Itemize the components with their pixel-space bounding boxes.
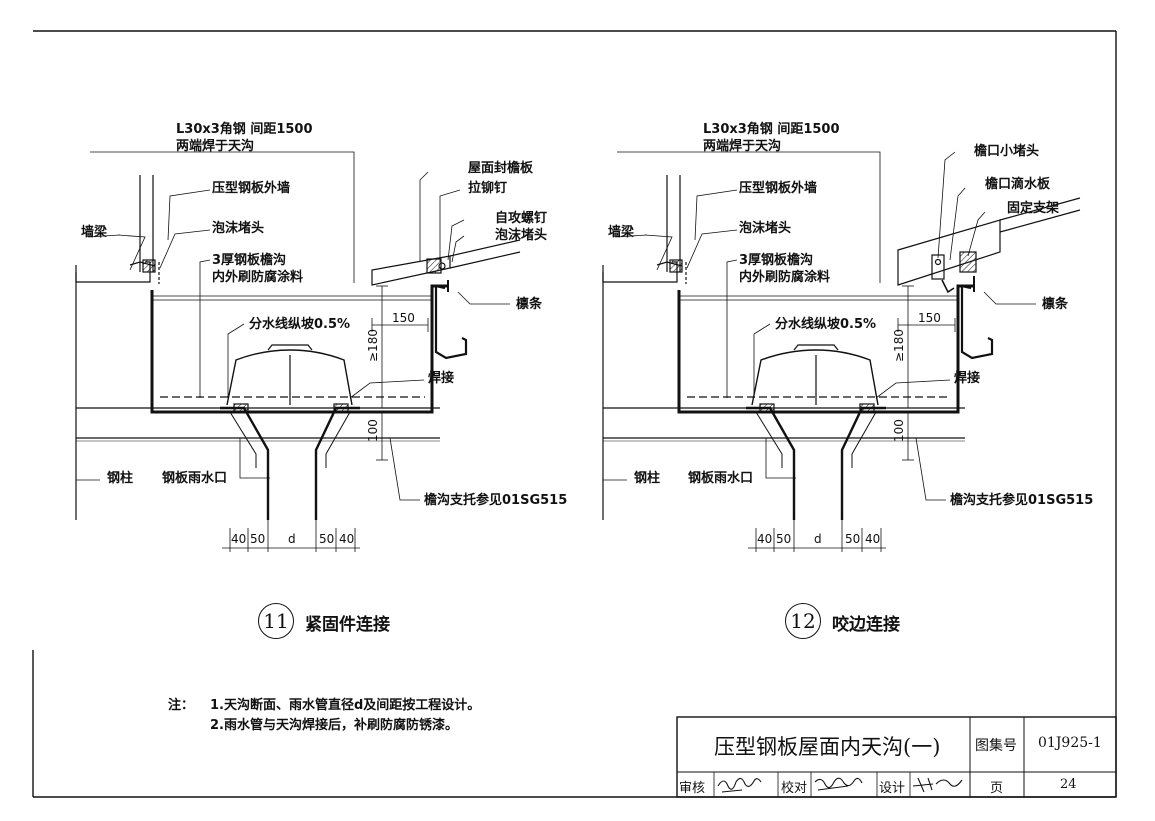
signature-check [814, 777, 863, 791]
label-column-left: 钢柱 [107, 471, 134, 486]
dim-40a-left: 40 [231, 532, 247, 546]
dim-50a-left: 50 [250, 532, 266, 546]
label-column-right: 钢柱 [634, 471, 661, 486]
signature-design [912, 777, 963, 793]
label-wall-beam-left: 墙梁 [81, 225, 108, 240]
page-number: 24 [1060, 777, 1077, 792]
dim-50b-left: 50 [319, 532, 335, 546]
review-label: 审核 [679, 781, 706, 796]
notes-prefix: 注： [168, 698, 195, 713]
detail-11-drawing [75, 151, 521, 552]
caption-detail-11: 紧固件连接 [305, 615, 390, 635]
label-foam-plug-right: 泡沫堵头 [739, 221, 792, 236]
label-wall-beam-right: 墙梁 [608, 225, 635, 240]
label-angle-steel-right: L30x3角钢 间距1500 两端焊于天沟 [703, 122, 840, 154]
dim-100-left: 100 [366, 419, 380, 442]
page-label: 页 [990, 781, 1004, 796]
label-wall-panel-right: 压型钢板外墙 [739, 181, 818, 196]
check-label: 校对 [781, 781, 808, 796]
label-gutter-right: 3厚钢板檐沟 内外刷防腐涂料 [739, 253, 831, 285]
dim-50a-right: 50 [776, 532, 792, 546]
caption-detail-12: 咬边连接 [832, 615, 900, 635]
label-angle-steel-left: L30x3角钢 间距1500 两端焊于天沟 [176, 122, 313, 154]
drawing-title: 压型钢板屋面内天沟(一) [714, 735, 941, 759]
label-eave-plug-right: 檐口小堵头 [974, 144, 1040, 159]
signature-review [717, 777, 762, 793]
label-screw-left: 自攻螺钉 [495, 211, 548, 226]
dim-180-left: ≥180 [366, 329, 380, 362]
dim-50b-right: 50 [845, 532, 861, 546]
label-foam-plug2-left: 泡沫堵头 [495, 228, 548, 243]
dim-180-right: ≥180 [892, 329, 906, 362]
title-block-grid [676, 716, 1117, 798]
label-support-right: 檐沟支托参见01SG515 [950, 493, 1094, 508]
label-divide-line-left: 分水线纵坡0.5% [249, 317, 351, 332]
atlas-number: 01J925-1 [1038, 735, 1102, 751]
label-roof-trim-left: 屋面封檐板 [468, 161, 534, 176]
label-outlet-left: 钢板雨水口 [162, 471, 228, 486]
label-rivet-left: 拉铆钉 [468, 181, 508, 196]
label-purlin-right: 檩条 [1042, 297, 1069, 312]
dim-150-right: 150 [918, 311, 941, 325]
dim-d-right: d [814, 532, 822, 546]
label-gutter-left: 3厚钢板檐沟 内外刷防腐涂料 [212, 253, 304, 285]
dim-40b-right: 40 [865, 532, 881, 546]
label-weld-left: 焊接 [428, 371, 455, 386]
note-line-1: 1.天沟断面、雨水管直径d及间距按工程设计。 [210, 698, 481, 713]
atlas-label: 图集号 [975, 738, 1017, 754]
dim-40a-right: 40 [757, 532, 773, 546]
label-bracket-right: 固定支架 [1007, 201, 1060, 216]
label-weld-right: 焊接 [954, 371, 981, 386]
label-purlin-left: 檩条 [516, 297, 543, 312]
dim-150-left: 150 [392, 311, 415, 325]
design-label: 设计 [879, 781, 906, 796]
dim-40b-left: 40 [339, 532, 355, 546]
label-support-left: 檐沟支托参见01SG515 [424, 493, 568, 508]
detail-number-12: 12 [785, 603, 821, 639]
label-outlet-right: 钢板雨水口 [688, 471, 754, 486]
detail-12-drawing [602, 151, 1081, 552]
label-wall-panel-left: 压型钢板外墙 [212, 181, 291, 196]
detail-number-11: 11 [258, 603, 294, 639]
note-line-2: 2.雨水管与天沟焊接后，补刷防腐防锈漆。 [210, 718, 458, 733]
label-divide-line-right: 分水线纵坡0.5% [775, 317, 877, 332]
dim-d-left: d [288, 532, 296, 546]
label-drip-plate-right: 檐口滴水板 [985, 177, 1051, 192]
dim-100-right: 100 [892, 419, 906, 442]
label-foam-plug-left: 泡沫堵头 [212, 221, 265, 236]
